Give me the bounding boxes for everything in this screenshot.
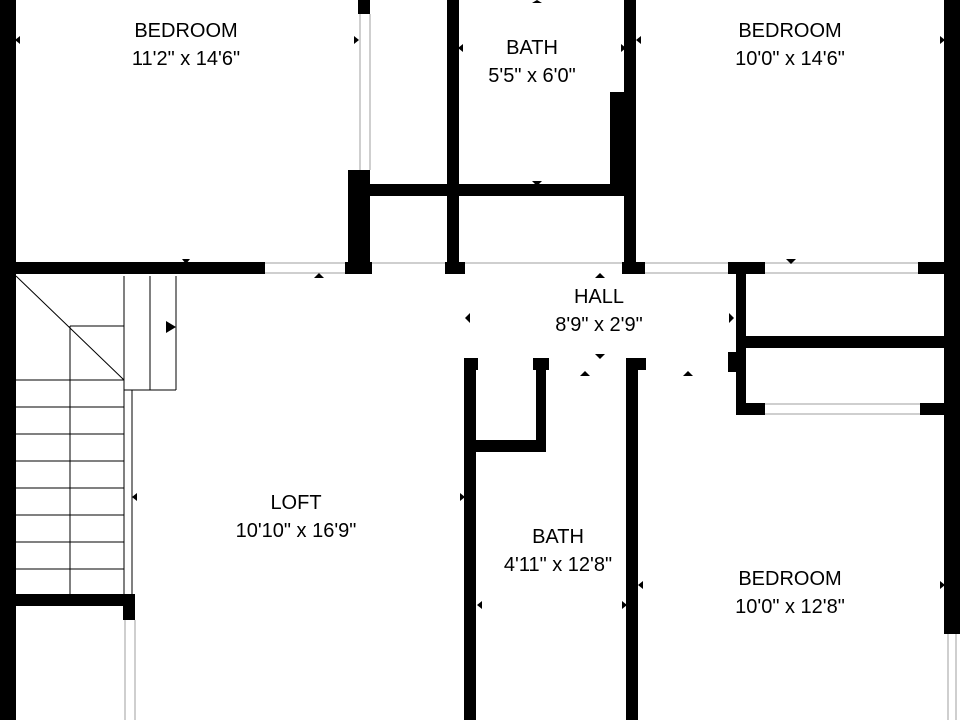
wall-east <box>944 0 960 630</box>
room-name: BATH <box>506 37 558 59</box>
room-bedroom-se: BEDROOM 10'0" x 12'8" <box>735 568 845 618</box>
dimension-arrow <box>622 601 627 609</box>
wall-bath-top-south <box>360 184 632 196</box>
dimension-arrow <box>314 273 324 278</box>
dimension-arrow <box>354 36 359 44</box>
dimension-arrow <box>15 36 20 44</box>
wall-bedroom-nw-south <box>0 262 265 274</box>
wall-bath-bottom-east <box>626 358 638 720</box>
wall-bath-bottom-niche-floor <box>476 440 546 452</box>
room-dimensions: 4'11" x 12'8" <box>504 554 612 576</box>
wall-bath-top-west <box>447 0 459 274</box>
dimension-arrow <box>532 181 542 186</box>
room-bedroom-ne: BEDROOM 10'0" x 14'6" <box>735 20 845 70</box>
room-name: BEDROOM <box>738 568 841 590</box>
wall-segment <box>918 262 960 274</box>
dimension-arrow <box>465 313 470 323</box>
wall-closet-divider <box>736 336 960 348</box>
room-name: BATH <box>532 526 584 548</box>
dimension-arrow <box>636 36 641 44</box>
dimension-arrow <box>182 259 190 264</box>
dimension-arrow <box>940 581 945 589</box>
room-name: BEDROOM <box>738 20 841 42</box>
room-loft: LOFT 10'10" x 16'9" <box>236 492 357 542</box>
wall-bath-top-fixture <box>610 92 628 192</box>
wall-east-cap <box>944 628 960 634</box>
dimension-arrow <box>460 493 465 501</box>
dimension-arrow <box>683 371 693 376</box>
dimension-arrow <box>532 0 542 3</box>
wall-bath-bottom-west <box>464 358 476 720</box>
wall-segment <box>728 262 765 274</box>
room-dimensions: 10'10" x 16'9" <box>236 520 357 542</box>
room-bath-top: BATH 5'5" x 6'0" <box>488 37 575 87</box>
wall-segment <box>123 594 135 620</box>
room-name: BEDROOM <box>134 20 237 42</box>
wall-segment <box>728 352 746 372</box>
dimension-arrow <box>458 44 463 52</box>
wall-segment <box>626 358 646 370</box>
room-dimensions: 11'2" x 14'6" <box>132 48 240 70</box>
dimension-arrow <box>638 581 643 589</box>
dimension-arrow <box>786 259 796 264</box>
room-bedroom-nw: BEDROOM 11'2" x 14'6" <box>132 20 240 70</box>
room-name: HALL <box>574 286 624 308</box>
dimension-arrow <box>595 354 605 359</box>
openings <box>124 14 957 720</box>
room-bath-bottom: BATH 4'11" x 12'8" <box>504 526 612 576</box>
room-dimensions: 8'9" x 2'9" <box>555 314 642 336</box>
room-dimensions: 10'0" x 14'6" <box>735 48 845 70</box>
wall-segment <box>358 0 370 14</box>
dimension-arrow <box>621 44 626 52</box>
wall-segment <box>476 358 478 370</box>
wall-bath-bottom-niche <box>536 358 546 452</box>
room-dimensions: 5'5" x 6'0" <box>488 65 575 87</box>
stairs <box>15 275 177 600</box>
wall-west <box>0 0 16 720</box>
dimension-markers <box>15 0 945 609</box>
wall-bath-top-east <box>624 0 636 274</box>
wall-segment <box>920 403 960 415</box>
room-hall: HALL 8'9" x 2'9" <box>555 286 642 336</box>
dimension-arrow <box>729 313 734 323</box>
room-dimensions: 10'0" x 12'8" <box>735 596 845 618</box>
dimension-arrow <box>940 36 945 44</box>
dimension-arrow <box>477 601 482 609</box>
dimension-arrow <box>132 493 137 501</box>
stair-direction-arrow <box>166 321 176 333</box>
wall-segment <box>736 403 765 415</box>
dimension-arrow <box>580 371 590 376</box>
wall-stair-south <box>0 594 135 606</box>
dimension-arrow <box>595 273 605 278</box>
room-name: LOFT <box>270 492 321 514</box>
